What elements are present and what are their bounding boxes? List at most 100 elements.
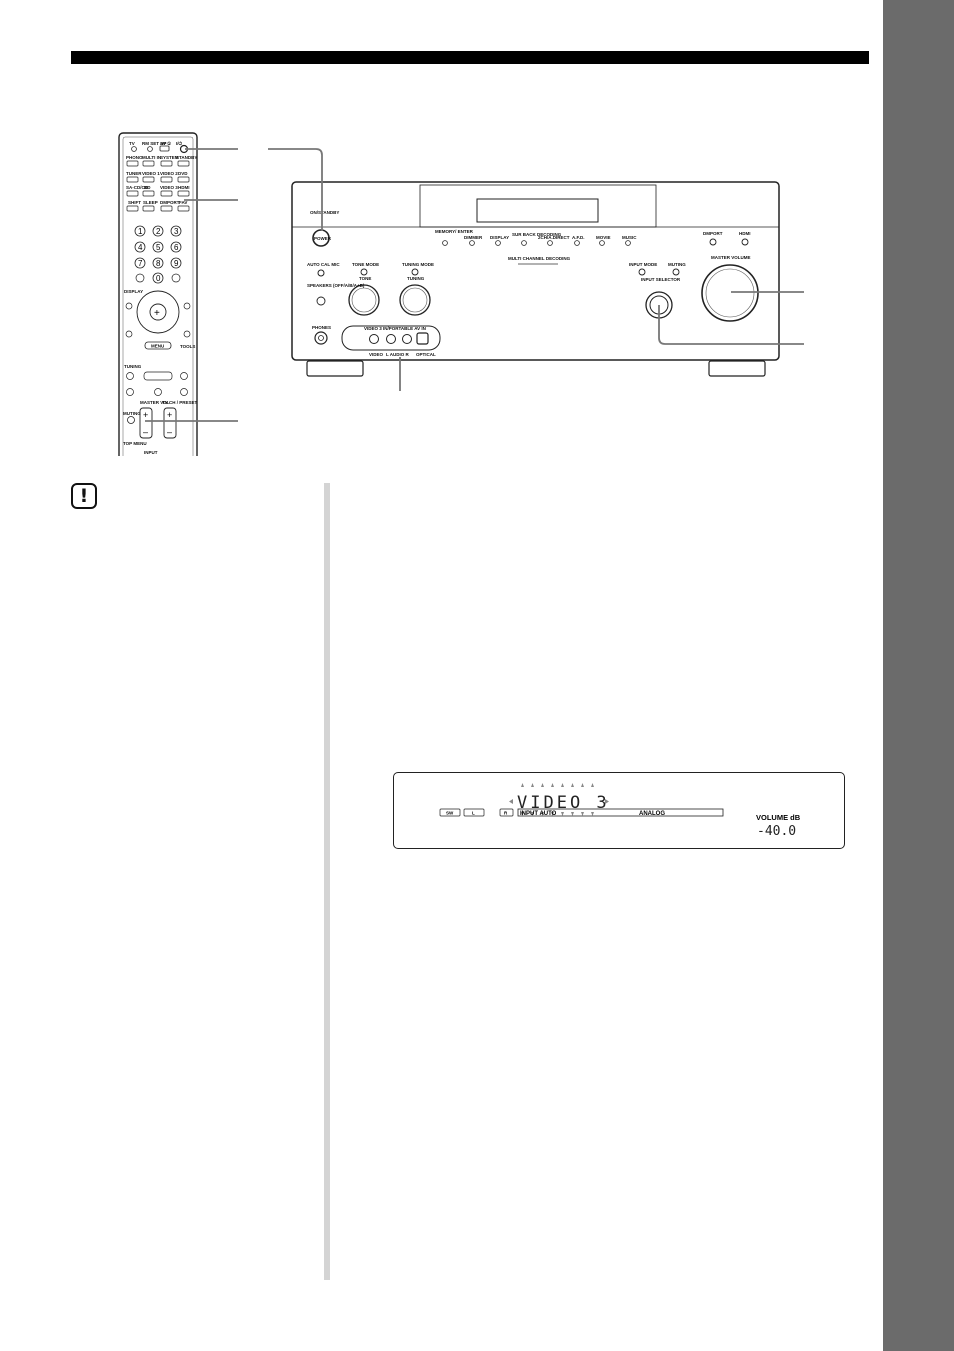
remote-muting-button[interactable] bbox=[127, 416, 135, 424]
tuning-mode-button[interactable] bbox=[411, 268, 419, 276]
2ch-button[interactable] bbox=[547, 240, 553, 246]
video3-in-label: VIDEO 3 IN/PORTABLE AV IN bbox=[364, 326, 426, 331]
remote-number-button[interactable] bbox=[170, 241, 182, 253]
r-indicator-label: R bbox=[504, 810, 508, 815]
phones-jack[interactable] bbox=[314, 331, 328, 345]
optical-jack[interactable] bbox=[416, 332, 429, 345]
remote-small-button[interactable] bbox=[171, 273, 181, 283]
remote-label-dvd: DVD bbox=[178, 171, 188, 176]
remote-transport-buttons bbox=[126, 371, 188, 396]
remote-label-preset: TV CH / PRESET bbox=[162, 400, 198, 405]
sw-indicator-label: SW bbox=[446, 810, 454, 815]
fluorescent-display bbox=[476, 198, 599, 223]
remote-tv-button[interactable] bbox=[131, 146, 137, 152]
remote-label-master-vol: MASTER VOL bbox=[140, 400, 170, 405]
dimmer-button[interactable] bbox=[469, 240, 475, 246]
remote-standby-button[interactable] bbox=[177, 160, 190, 167]
remote-number-button[interactable] bbox=[134, 225, 146, 237]
remote-dpad[interactable] bbox=[136, 290, 180, 334]
dimmer-label: DIMMER bbox=[464, 235, 483, 240]
remote-bd-button[interactable] bbox=[142, 190, 155, 197]
remote-preset-rocker[interactable] bbox=[163, 407, 177, 439]
remote-hdmi-button[interactable] bbox=[177, 190, 190, 197]
audio-l-jack[interactable] bbox=[386, 334, 396, 344]
remote-number-button[interactable] bbox=[152, 241, 164, 253]
remote-small-button[interactable] bbox=[154, 388, 162, 396]
tone-knob[interactable] bbox=[348, 284, 380, 316]
remote-small-button[interactable] bbox=[183, 330, 191, 338]
callout-line-receiver-power bbox=[268, 148, 323, 231]
memory-enter-button[interactable] bbox=[442, 240, 448, 246]
movie-button[interactable] bbox=[599, 240, 605, 246]
remote-number-button[interactable] bbox=[134, 257, 146, 269]
remote-sleep-button[interactable] bbox=[142, 205, 155, 212]
remote-video2-button[interactable] bbox=[160, 176, 173, 183]
remote-sacd-button[interactable] bbox=[126, 190, 139, 197]
remote-av-button[interactable] bbox=[159, 145, 170, 152]
remote-small-button[interactable] bbox=[180, 388, 188, 396]
remote-small-button[interactable] bbox=[125, 302, 133, 310]
remote-label-fav: FAV bbox=[179, 200, 187, 205]
remote-label-sacd: SA-CD/CD bbox=[126, 185, 149, 190]
remote-play-button[interactable] bbox=[143, 371, 173, 381]
sur-back-button[interactable] bbox=[521, 240, 527, 246]
remote-number-button[interactable] bbox=[170, 225, 182, 237]
remote-fav-button[interactable] bbox=[177, 205, 190, 212]
remote-system-button[interactable] bbox=[160, 160, 173, 167]
remote-label-tools: TOOLS bbox=[180, 344, 195, 349]
plus-icon: + bbox=[167, 410, 172, 420]
remote-small-button[interactable] bbox=[135, 273, 145, 283]
muting-button[interactable] bbox=[672, 268, 680, 276]
speakers-button[interactable] bbox=[316, 296, 326, 306]
dmport-button[interactable] bbox=[709, 238, 717, 246]
video3-input-panel bbox=[341, 325, 441, 351]
remote-label-muting: MUTING bbox=[123, 411, 141, 416]
receiver-power-button[interactable] bbox=[312, 229, 330, 247]
input-mode-button[interactable] bbox=[638, 268, 646, 276]
remote-small-button[interactable] bbox=[180, 372, 188, 380]
video-jack[interactable] bbox=[369, 334, 379, 344]
remote-phono-button[interactable] bbox=[126, 160, 139, 167]
audio-r-jack[interactable] bbox=[402, 334, 412, 344]
remote-master-volume-rocker[interactable] bbox=[139, 407, 153, 439]
remote-tuner-button[interactable] bbox=[126, 176, 139, 183]
remote-menu-button[interactable] bbox=[144, 341, 172, 350]
remote-multiin-button[interactable] bbox=[142, 160, 155, 167]
music-button[interactable] bbox=[625, 240, 631, 246]
display-button[interactable] bbox=[495, 240, 501, 246]
auto-cal-mic-jack[interactable] bbox=[317, 269, 325, 277]
remote-dmport-button[interactable] bbox=[160, 205, 173, 212]
remote-number-button[interactable] bbox=[152, 225, 164, 237]
remote-number-button[interactable] bbox=[134, 241, 146, 253]
remote-small-button[interactable] bbox=[126, 388, 134, 396]
remote-small-button[interactable] bbox=[183, 302, 191, 310]
master-volume-knob[interactable] bbox=[701, 264, 759, 322]
remote-number-button[interactable] bbox=[152, 257, 164, 269]
remote-video1-button[interactable] bbox=[142, 176, 155, 183]
remote-number-button[interactable] bbox=[152, 272, 164, 284]
remote-label-top-menu: TOP MENU bbox=[123, 441, 147, 446]
remote-label-tuner: TUNER bbox=[126, 171, 142, 176]
audio-jack-label: L AUDIO R bbox=[386, 352, 410, 357]
remote-enter-button[interactable] bbox=[149, 303, 167, 321]
receiver-top-buttons: MEMORY/ ENTER DIMMER DISPLAY SUR BACK DE… bbox=[435, 229, 637, 246]
remote-shift-button[interactable] bbox=[126, 205, 139, 212]
tuning-knob[interactable] bbox=[399, 284, 431, 316]
multi-channel-label: MULTI CHANNEL DECODING bbox=[508, 256, 571, 261]
remote-small-button[interactable] bbox=[126, 372, 134, 380]
remote-small-button[interactable] bbox=[125, 330, 133, 338]
hdmi-button[interactable] bbox=[741, 238, 749, 246]
remote-video3-button[interactable] bbox=[160, 190, 173, 197]
remote-rmsetup-button[interactable] bbox=[147, 146, 153, 152]
afd-button[interactable] bbox=[574, 240, 580, 246]
remote-label-video2: VIDEO 2 bbox=[160, 171, 178, 176]
remote-number-label: 2 bbox=[156, 227, 161, 236]
display-contents: VIDEO 3 SW L R INPUT AUTO ANALOG VOLUME … bbox=[439, 782, 800, 839]
column-divider bbox=[324, 483, 330, 1280]
remote-label-video3: VIDEO 3 bbox=[160, 185, 178, 190]
remote-dvd-button[interactable] bbox=[177, 176, 190, 183]
tone-mode-button[interactable] bbox=[360, 268, 368, 276]
remote-number-button[interactable] bbox=[170, 257, 182, 269]
tuning-mode-label: TUNING MODE bbox=[402, 262, 434, 267]
remote-control-illustration: TV RM SET UP AV ① I/⏻ PHONO MULTI IN SYS… bbox=[118, 132, 198, 456]
